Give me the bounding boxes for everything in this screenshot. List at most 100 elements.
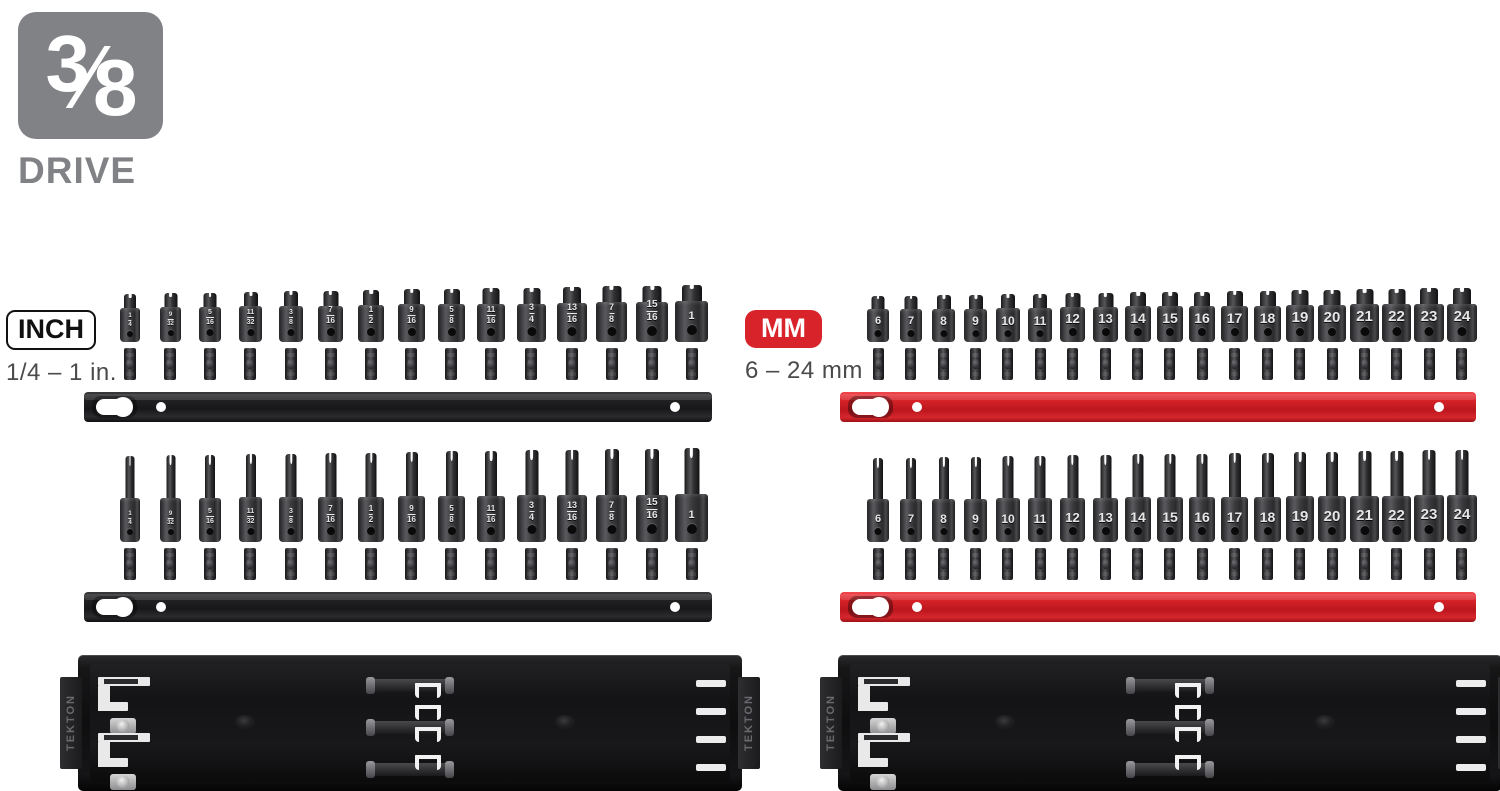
socket[interactable]: 16 bbox=[1189, 454, 1215, 542]
socket-rail-clip[interactable] bbox=[686, 548, 698, 580]
socket-rail-clip[interactable] bbox=[1294, 348, 1305, 380]
socket-rail-clip[interactable] bbox=[485, 348, 497, 380]
inch-shallow-rail[interactable] bbox=[84, 392, 712, 422]
socket-rail-clip[interactable] bbox=[1132, 548, 1143, 580]
socket-rail-clip[interactable] bbox=[1391, 548, 1402, 580]
socket-rail-clip[interactable] bbox=[566, 548, 578, 580]
socket[interactable]: 19 bbox=[1286, 452, 1314, 542]
metric-shallow-rail[interactable] bbox=[840, 392, 1476, 422]
socket-rail-clip[interactable] bbox=[1359, 348, 1370, 380]
socket-rail-clip[interactable] bbox=[1035, 548, 1046, 580]
socket-rail-clip[interactable] bbox=[606, 548, 618, 580]
socket[interactable]: 9 bbox=[964, 295, 987, 342]
socket-rail-clip[interactable] bbox=[606, 348, 618, 380]
socket-rail-clip[interactable] bbox=[646, 348, 658, 380]
socket[interactable]: 24 bbox=[1447, 450, 1477, 542]
socket-rail-clip[interactable] bbox=[1327, 548, 1338, 580]
socket-rail-clip[interactable] bbox=[1002, 348, 1013, 380]
socket[interactable]: 24 bbox=[1447, 288, 1477, 342]
socket[interactable]: 12 bbox=[1060, 455, 1085, 542]
socket-rail-clip[interactable] bbox=[1164, 548, 1175, 580]
socket[interactable]: 10 bbox=[996, 294, 1020, 342]
socket-rail-clip[interactable] bbox=[1456, 548, 1467, 580]
socket-rail-clip[interactable] bbox=[1294, 548, 1305, 580]
socket-rail-clip[interactable] bbox=[938, 348, 949, 380]
socket-rail-clip[interactable] bbox=[445, 348, 457, 380]
socket-rail-clip[interactable] bbox=[1424, 348, 1435, 380]
socket-rail-clip[interactable] bbox=[525, 548, 537, 580]
socket[interactable]: 23 bbox=[1414, 450, 1444, 542]
socket[interactable]: 17 bbox=[1221, 453, 1248, 542]
inch-socket-tray[interactable]: TEKTON TEKTON bbox=[60, 655, 760, 791]
socket[interactable]: 15 bbox=[1157, 454, 1183, 542]
socket-rail-clip[interactable] bbox=[1197, 548, 1208, 580]
socket[interactable]: 14 bbox=[1125, 292, 1151, 342]
socket-rail-clip[interactable] bbox=[445, 548, 457, 580]
socket[interactable]: 16 bbox=[1189, 292, 1215, 342]
socket-rail-clip[interactable] bbox=[485, 548, 497, 580]
socket[interactable]: 13 bbox=[1093, 293, 1118, 342]
socket-rail-clip[interactable] bbox=[1229, 548, 1240, 580]
socket-rail-clip[interactable] bbox=[285, 548, 297, 580]
socket[interactable]: 1 bbox=[675, 448, 708, 542]
socket-rail-clip[interactable] bbox=[325, 548, 337, 580]
socket-rail-clip[interactable] bbox=[164, 548, 176, 580]
socket[interactable]: 8 bbox=[932, 295, 955, 342]
socket[interactable]: 7 bbox=[900, 296, 922, 342]
socket-rail-clip[interactable] bbox=[124, 348, 136, 380]
socket-rail-clip[interactable] bbox=[646, 548, 658, 580]
socket[interactable]: 15 bbox=[1157, 292, 1183, 342]
socket-rail-clip[interactable] bbox=[686, 348, 698, 380]
socket-rail-clip[interactable] bbox=[285, 348, 297, 380]
socket[interactable]: 10 bbox=[996, 456, 1020, 542]
socket-rail-clip[interactable] bbox=[1391, 348, 1402, 380]
socket-rail-clip[interactable] bbox=[1164, 348, 1175, 380]
socket-rail-clip[interactable] bbox=[1100, 548, 1111, 580]
socket-rail-clip[interactable] bbox=[405, 548, 417, 580]
socket-rail-clip[interactable] bbox=[204, 348, 216, 380]
socket[interactable]: 19 bbox=[1286, 290, 1314, 342]
socket-rail-clip[interactable] bbox=[405, 348, 417, 380]
socket-rail-clip[interactable] bbox=[1197, 348, 1208, 380]
socket[interactable]: 18 bbox=[1254, 291, 1281, 342]
socket[interactable]: 17 bbox=[1221, 291, 1248, 342]
socket-rail-clip[interactable] bbox=[1067, 548, 1078, 580]
metric-deep-rail[interactable] bbox=[840, 592, 1476, 622]
socket-rail-clip[interactable] bbox=[204, 548, 216, 580]
socket-rail-clip[interactable] bbox=[124, 548, 136, 580]
socket[interactable]: 7 bbox=[900, 458, 922, 542]
socket[interactable]: 1 bbox=[675, 285, 708, 342]
socket-rail-clip[interactable] bbox=[1359, 548, 1370, 580]
metric-socket-tray[interactable]: TEKTON TEKTON bbox=[820, 655, 1500, 791]
socket[interactable]: 22 bbox=[1382, 289, 1411, 342]
socket-rail-clip[interactable] bbox=[244, 348, 256, 380]
socket[interactable]: 14 bbox=[1125, 454, 1151, 542]
socket-rail-clip[interactable] bbox=[1456, 348, 1467, 380]
socket-rail-clip[interactable] bbox=[365, 348, 377, 380]
socket-rail-clip[interactable] bbox=[1035, 348, 1046, 380]
socket[interactable]: 21 bbox=[1350, 451, 1379, 542]
socket[interactable]: 18 bbox=[1254, 453, 1281, 542]
socket[interactable]: 13 bbox=[1093, 455, 1118, 542]
